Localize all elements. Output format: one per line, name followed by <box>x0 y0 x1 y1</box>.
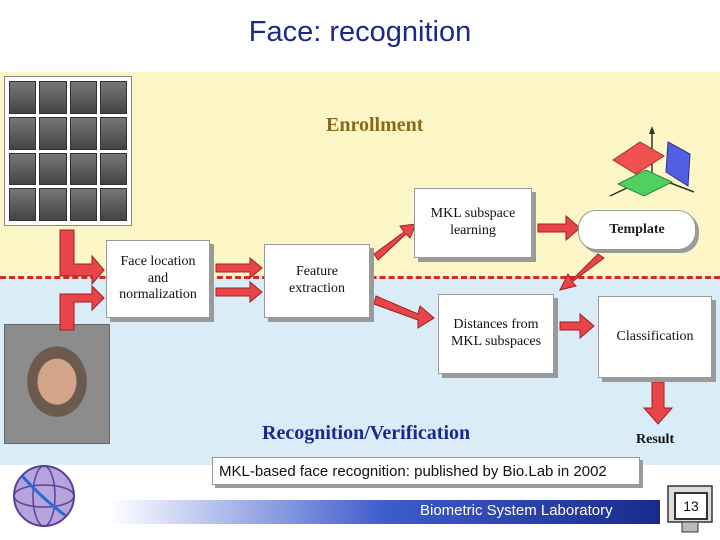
template-box: Template <box>578 210 696 250</box>
globe-logo-icon <box>13 465 75 527</box>
recognition-label: Recognition/Verification <box>262 422 471 444</box>
result-label: Result <box>636 432 675 447</box>
arrow-classification-to-result <box>642 381 674 425</box>
mkl-learning-box: MKL subspace learning <box>414 188 532 258</box>
classification-box: Classification <box>598 296 712 378</box>
arrow-feature-to-mkl <box>373 223 417 261</box>
arrow-mkl-to-template <box>537 214 581 242</box>
enrollment-label: Enrollment <box>326 114 424 136</box>
face-location-box: Face location and normalization <box>106 240 210 318</box>
page-number: 13 <box>674 492 708 520</box>
feature-extraction-box: Feature extraction <box>264 244 370 318</box>
lab-name: Biometric System Laboratory <box>420 502 613 519</box>
arrow-gallery-to-face <box>59 229 105 286</box>
face-gallery-image <box>4 76 132 226</box>
arrow-face-to-feature-1 <box>215 256 263 280</box>
footer-bar <box>110 500 660 524</box>
arrow-template-to-distances <box>559 253 605 291</box>
slide-title: Face: recognition <box>248 16 472 48</box>
arrow-distances-to-classification <box>559 312 595 340</box>
distances-box: Distances from MKL subspaces <box>438 294 554 374</box>
arrow-portrait-to-face <box>59 284 105 331</box>
arrow-face-to-feature-2 <box>215 280 263 304</box>
arrow-feature-to-distances <box>373 295 435 329</box>
subspace-planes-icon <box>609 126 695 197</box>
publication-note: MKL-based face recognition: published by… <box>212 457 640 485</box>
face-portrait-image <box>4 324 110 444</box>
